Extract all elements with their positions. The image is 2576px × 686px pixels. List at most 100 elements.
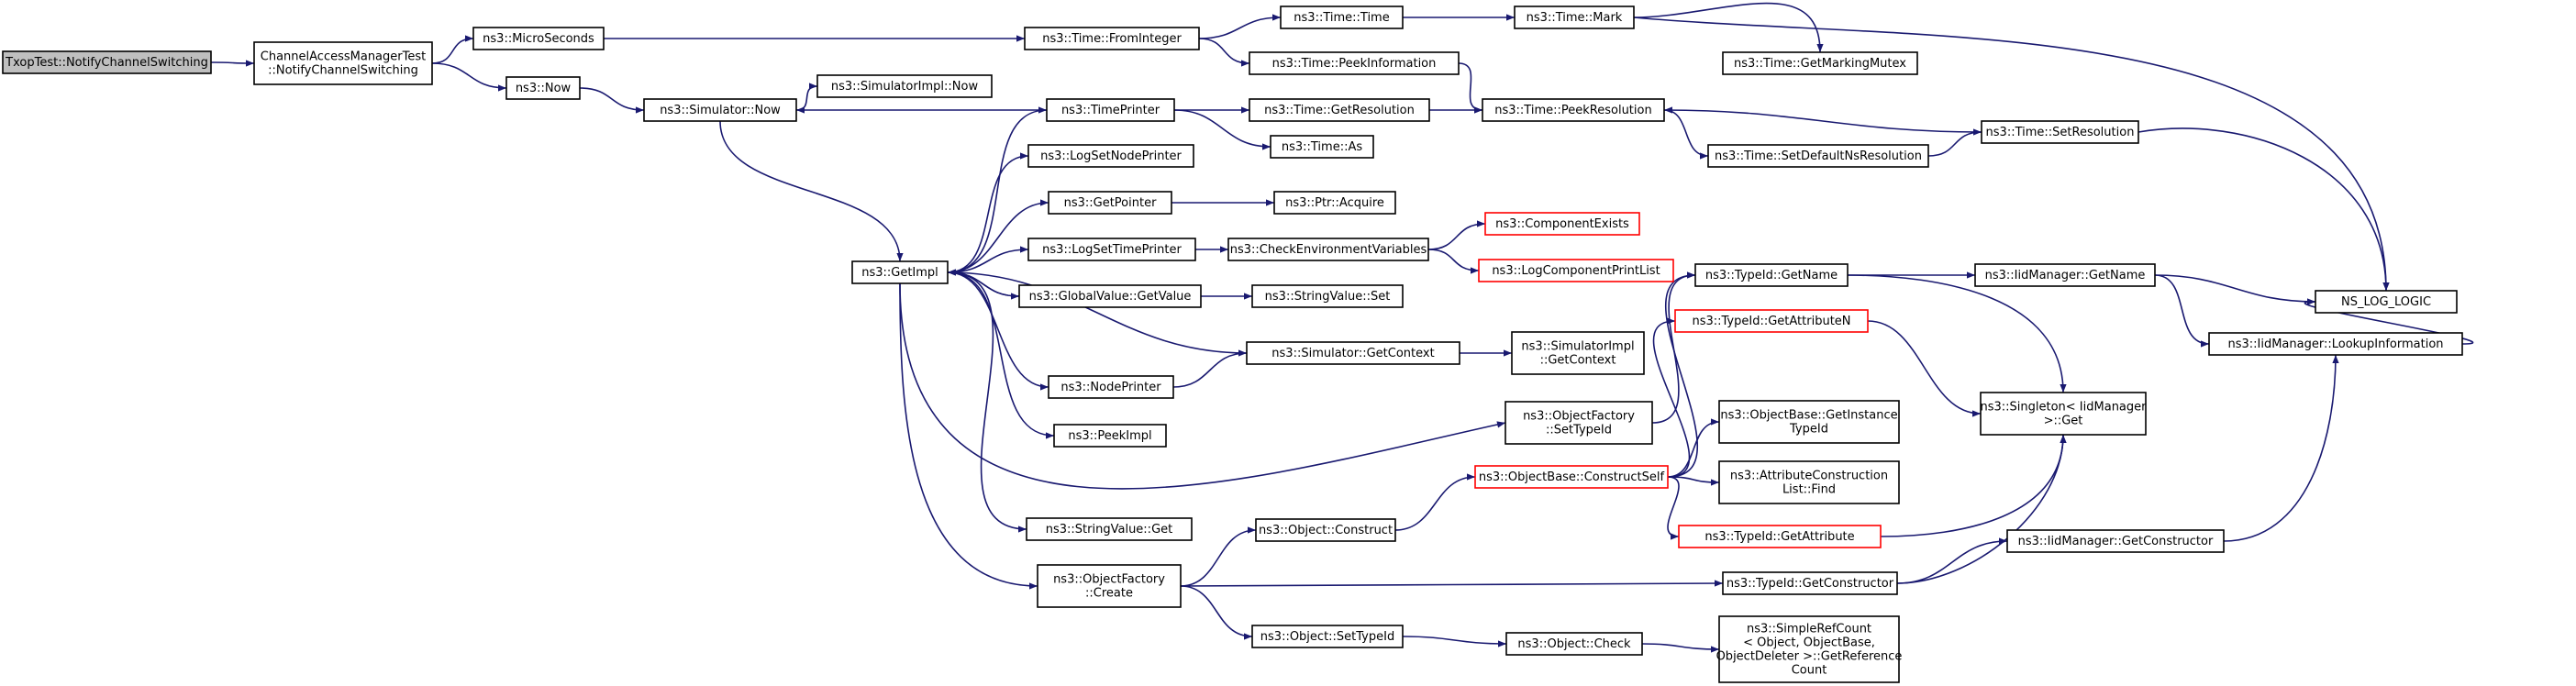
node-label: ns3::ObjectFactory	[1523, 410, 1635, 424]
node-iidgetctor[interactable]: ns3::IidManager::GetConstructor	[2006, 529, 2225, 553]
node-checkenv[interactable]: ns3::CheckEnvironmentVariables	[1227, 238, 1429, 261]
node-label: ns3::IidManager::GetName	[1985, 269, 2146, 282]
node-box	[1227, 238, 1429, 261]
node-timeprinter[interactable]: ns3::TimePrinter	[1046, 98, 1175, 122]
edge-ofcreate-to-objsettypeid	[1180, 585, 1253, 640]
node-label: ns3::Time::SetDefaultNsResolution	[1715, 149, 1922, 163]
node-ofcreate[interactable]: ns3::ObjectFactory::Create	[1037, 564, 1182, 608]
edge-peekinfo-to-peekres	[1458, 62, 1483, 114]
node-label: ns3::Time::Time	[1294, 11, 1389, 25]
edge-typeidgetattrn-to-singleton	[1867, 320, 1982, 417]
node-label: ns3::Time::FromInteger	[1042, 32, 1182, 46]
node-ofsettypeid[interactable]: ns3::ObjectFactory::SetTypeId	[1505, 401, 1653, 445]
edges	[210, 2, 2474, 653]
node-peekres[interactable]: ns3::Time::PeekResolution	[1482, 98, 1665, 122]
node-objcheck[interactable]: ns3::Object::Check	[1505, 632, 1643, 656]
node-box	[1046, 98, 1175, 122]
node-iidgetname[interactable]: ns3::IidManager::GetName	[1974, 263, 2156, 287]
node-box	[1484, 212, 1640, 236]
node-lognodeprinter[interactable]: ns3::LogSetNodePrinter	[1027, 144, 1194, 168]
node-label: TypeId	[1789, 423, 1828, 437]
edge-getimpl-to-timeprinter	[947, 106, 1048, 273]
node-box	[1280, 6, 1404, 29]
node-iidlookup[interactable]: ns3::IidManager::LookupInformation	[2208, 332, 2463, 356]
node-label: ns3::Time::Mark	[1527, 11, 1623, 25]
node-logtimeprinter[interactable]: ns3::LogSetTimePrinter	[1027, 238, 1196, 261]
node-peekimpl[interactable]: ns3::PeekImpl	[1053, 424, 1167, 448]
node-now[interactable]: ns3::Now	[505, 76, 581, 100]
edge-getimpl-to-ofsettypeid	[899, 282, 1506, 490]
node-typeidgetattrn[interactable]: ns3::TypeId::GetAttributeN	[1674, 309, 1869, 333]
node-label: ns3::TypeId::GetAttribute	[1704, 530, 1854, 544]
node-box	[1474, 465, 1669, 489]
node-peekinfo[interactable]: ns3::Time::PeekInformation	[1249, 51, 1460, 75]
node-objconstruct[interactable]: ns3::Object::Construct	[1255, 518, 1396, 542]
node-timeas[interactable]: ns3::Time::As	[1270, 135, 1374, 159]
node-gvgetvalue[interactable]: ns3::GlobalValue::GetValue	[1018, 284, 1202, 308]
edge-getimpl-to-peekimpl	[947, 271, 1055, 439]
node-label: NS_LOG_LOGIC	[2341, 295, 2431, 309]
node-label: ns3::GetPointer	[1064, 196, 1157, 210]
node-compexists[interactable]: ns3::ComponentExists	[1484, 212, 1640, 236]
node-typeidgetattr[interactable]: ns3::TypeId::GetAttribute	[1678, 525, 1882, 548]
edge-getimpl-to-strget	[947, 271, 1027, 533]
edge-typeidgetname-to-singleton	[1847, 274, 2067, 393]
node-box	[1246, 341, 1460, 365]
node-nodeprinter[interactable]: ns3::NodePrinter	[1048, 375, 1174, 399]
edge-obconstruct-to-attrfind	[1667, 476, 1720, 486]
node-getimpl[interactable]: ns3::GetImpl	[851, 260, 949, 284]
node-logcompprint[interactable]: ns3::LogComponentPrintList	[1478, 259, 1674, 282]
node-box	[1249, 51, 1460, 75]
node-setdefns[interactable]: ns3::Time::SetDefaultNsResolution	[1707, 144, 1929, 168]
node-box	[1249, 98, 1430, 122]
node-label: ns3::Time::As	[1282, 140, 1363, 154]
node-label: ns3::TypeId::GetName	[1705, 269, 1838, 282]
node-simgetctx[interactable]: ns3::Simulator::GetContext	[1246, 341, 1460, 365]
node-box	[1251, 284, 1404, 308]
node-getpointer[interactable]: ns3::GetPointer	[1048, 191, 1172, 215]
node-label: < Object, ObjectBase,	[1743, 636, 1875, 650]
node-timetime[interactable]: ns3::Time::Time	[1280, 6, 1404, 29]
node-mark[interactable]: ns3::Time::Mark	[1514, 6, 1635, 29]
node-markmutex[interactable]: ns3::Time::GetMarkingMutex	[1722, 51, 1918, 75]
node-root[interactable]: TxopTest::NotifyChannelSwitching	[2, 50, 212, 74]
node-label: ns3::CheckEnvironmentVariables	[1230, 243, 1427, 257]
edge-iidgetname-to-iidlookup	[2154, 274, 2210, 348]
node-simimplnow[interactable]: ns3::SimulatorImpl::Now	[816, 74, 993, 98]
node-box	[2, 50, 212, 74]
node-typeidgetname[interactable]: ns3::TypeId::GetName	[1694, 263, 1849, 287]
node-simplerefcount[interactable]: ns3::SimpleRefCount< Object, ObjectBase,…	[1716, 615, 1903, 683]
node-box	[1482, 98, 1665, 122]
node-box	[851, 260, 949, 284]
node-micro[interactable]: ns3::MicroSeconds	[472, 27, 605, 50]
node-strset[interactable]: ns3::StringValue::Set	[1251, 284, 1404, 308]
node-label: ns3::IidManager::GetConstructor	[2018, 535, 2214, 548]
node-typeidgetctor[interactable]: ns3::TypeId::GetConstructor	[1722, 571, 1898, 595]
edge-simgetctx-to-getimpl	[947, 269, 1248, 354]
node-fromint[interactable]: ns3::Time::FromInteger	[1024, 27, 1200, 50]
edge-setdefns-to-setres	[1927, 128, 1982, 157]
node-simimplgetctx[interactable]: ns3::SimulatorImpl::GetContext	[1511, 331, 1645, 375]
node-label: ns3::ObjectFactory	[1053, 573, 1165, 587]
edge-checkenv-to-logcompprint	[1427, 249, 1480, 274]
node-objsettypeid[interactable]: ns3::Object::SetTypeId	[1251, 625, 1404, 648]
edge-checkenv-to-compexists	[1427, 220, 1486, 250]
node-singleton[interactable]: ns3::Singleton< IidManager >::Get	[1980, 392, 2147, 436]
node-simnow[interactable]: ns3::Simulator::Now	[643, 98, 797, 122]
node-obconstruct[interactable]: ns3::ObjectBase::ConstructSelf	[1474, 465, 1669, 489]
node-setres[interactable]: ns3::Time::SetResolution	[1981, 120, 2139, 144]
node-box	[1511, 331, 1645, 375]
node-getres[interactable]: ns3::Time::GetResolution	[1249, 98, 1430, 122]
node-label: ::GetContext	[1540, 354, 1616, 368]
edge-peekres-to-setdefns	[1663, 109, 1709, 160]
node-ptracquire[interactable]: ns3::Ptr::Acquire	[1273, 191, 1396, 215]
edge-timeprinter-to-timeas	[1173, 109, 1271, 150]
node-box	[1981, 120, 2139, 144]
node-strget[interactable]: ns3::StringValue::Get	[1026, 517, 1193, 541]
node-label: ns3::LogSetNodePrinter	[1040, 149, 1182, 163]
node-nslog[interactable]: NS_LOG_LOGIC	[2315, 290, 2458, 314]
node-camt[interactable]: ChannelAccessManagerTest::NotifyChannelS…	[253, 41, 433, 85]
